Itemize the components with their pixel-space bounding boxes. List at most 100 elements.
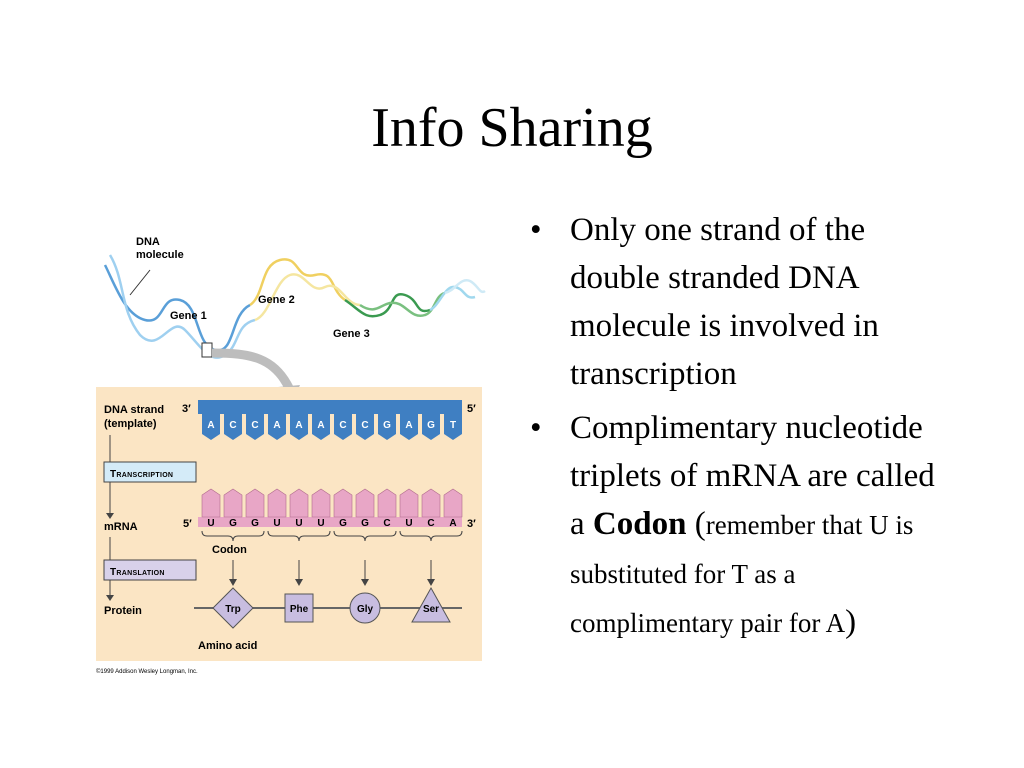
zoom-arrow <box>211 348 295 393</box>
dna-base-tile <box>268 414 286 440</box>
label-protein: Protein <box>104 605 142 617</box>
bullet-dot: • <box>530 410 542 446</box>
dna-base-tile <box>246 414 264 440</box>
mrna-base-tile <box>289 488 309 518</box>
mrna-base-tile <box>201 488 221 518</box>
bullet-paren-close: ) <box>845 604 857 640</box>
mrna-base-letter: A <box>449 518 456 529</box>
label-gene1: Gene 1 <box>170 310 207 322</box>
amino-acid-label: Gly <box>357 604 374 615</box>
dna-base-letter: A <box>317 420 324 431</box>
label-template: (template) <box>104 418 157 430</box>
mrna-base-letter: G <box>251 518 259 529</box>
mrna-base-letter: G <box>339 518 347 529</box>
label-codon: Codon <box>212 544 247 556</box>
dna-strand-bar <box>198 400 462 414</box>
dna-base-letter: A <box>273 420 280 431</box>
bullet-paren-open: ( <box>694 506 706 542</box>
mrna-5-prime: 5′ <box>183 518 192 530</box>
transcription-box <box>103 461 197 483</box>
mrna-base-tile <box>311 488 331 518</box>
amino-acid-label: Trp <box>225 604 241 615</box>
dna-base-letter: C <box>229 420 236 431</box>
copyright-text: ©1999 Addison Wesley Longman, Inc. <box>96 668 198 675</box>
mrna-base-tile <box>377 488 397 518</box>
flow-arrow-4 <box>106 595 114 601</box>
label-molecule: molecule <box>136 249 184 261</box>
bullet-list: • Only one strand of the double stranded… <box>530 206 950 653</box>
mrna-base-letter: U <box>207 518 214 529</box>
gene-marker-box <box>201 342 213 358</box>
mrna-base-tile <box>333 488 353 518</box>
bullet-text: Complimentary nucleotide triplets of mRN… <box>570 410 935 542</box>
codon-brace <box>267 530 331 542</box>
label-transcription: Transcription <box>110 469 173 480</box>
mrna-base-tile <box>267 488 287 518</box>
mrna-3-prime: 3′ <box>467 518 476 530</box>
mrna-base-letter: G <box>229 518 237 529</box>
codon-arrows <box>229 560 435 586</box>
dna-base-tile <box>290 414 308 440</box>
dna-base-tile <box>224 414 242 440</box>
label-gene3: Gene 3 <box>333 328 370 340</box>
dna-helix <box>103 254 486 359</box>
amino-acid-circle <box>349 592 381 624</box>
dna-base-tile <box>422 414 440 440</box>
dna-base-tile <box>400 414 418 440</box>
codon-arrow-head <box>361 579 369 586</box>
translation-box <box>103 559 197 581</box>
mrna-base-letter: U <box>295 518 302 529</box>
codon-brace <box>399 530 463 542</box>
mrna-base-tile <box>399 488 419 518</box>
mrna-base-letter: C <box>427 518 434 529</box>
mrna-base-letter: C <box>383 518 390 529</box>
bullet-item: • Complimentary nucleotide triplets of m… <box>530 404 950 647</box>
codon-arrow-head <box>229 579 237 586</box>
dna-base-tile <box>444 414 462 440</box>
mrna-base-letter: U <box>317 518 324 529</box>
mrna-base-tile <box>443 488 463 518</box>
codon-arrow-head <box>427 579 435 586</box>
mrna-base-tile <box>223 488 243 518</box>
bullet-note: remember that U is substituted for T as … <box>570 510 914 638</box>
dna-base-letter: G <box>383 420 391 431</box>
label-gene2: Gene 2 <box>258 294 295 306</box>
bullet-bold-term: Codon <box>592 506 687 542</box>
slide-title: Info Sharing <box>371 97 653 159</box>
dna-base-letter: A <box>405 420 412 431</box>
bullet-text: Only one strand of the double stranded D… <box>570 212 879 392</box>
dna-pointer-line <box>129 269 151 296</box>
amino-acid-label: Ser <box>423 604 439 615</box>
dna-base-letter: C <box>339 420 346 431</box>
amino-acid-triangle <box>411 586 451 623</box>
bullet-item: • Only one strand of the double stranded… <box>530 206 950 398</box>
dna-base-letter: G <box>427 420 435 431</box>
flow-arrow-2 <box>106 513 114 519</box>
codon-braces <box>201 530 463 542</box>
amino-acid-square <box>284 593 314 623</box>
label-mrna: mRNA <box>104 521 138 533</box>
codon-brace <box>201 530 265 542</box>
bullet-dot: • <box>530 212 542 248</box>
mrna-base-tile <box>421 488 441 518</box>
dna-3-prime: 3′ <box>182 403 191 415</box>
amino-acids: Trp Phe Gly Ser <box>212 586 451 629</box>
mrna-base-letter: U <box>273 518 280 529</box>
dna-base-tile <box>334 414 352 440</box>
dna-base-tile <box>356 414 374 440</box>
amino-acid-label: Phe <box>290 604 309 615</box>
amino-acid-diamond <box>212 587 254 629</box>
dna-5-prime: 5′ <box>467 403 476 415</box>
mrna-base-letter: U <box>405 518 412 529</box>
label-translation: Translation <box>110 567 165 578</box>
codon-arrow-head <box>295 579 303 586</box>
codon-brace <box>333 530 397 542</box>
dna-base-letter: T <box>450 420 456 431</box>
dna-base-letter: C <box>251 420 258 431</box>
dna-base-tile <box>312 414 330 440</box>
dna-base-letter: A <box>207 420 214 431</box>
